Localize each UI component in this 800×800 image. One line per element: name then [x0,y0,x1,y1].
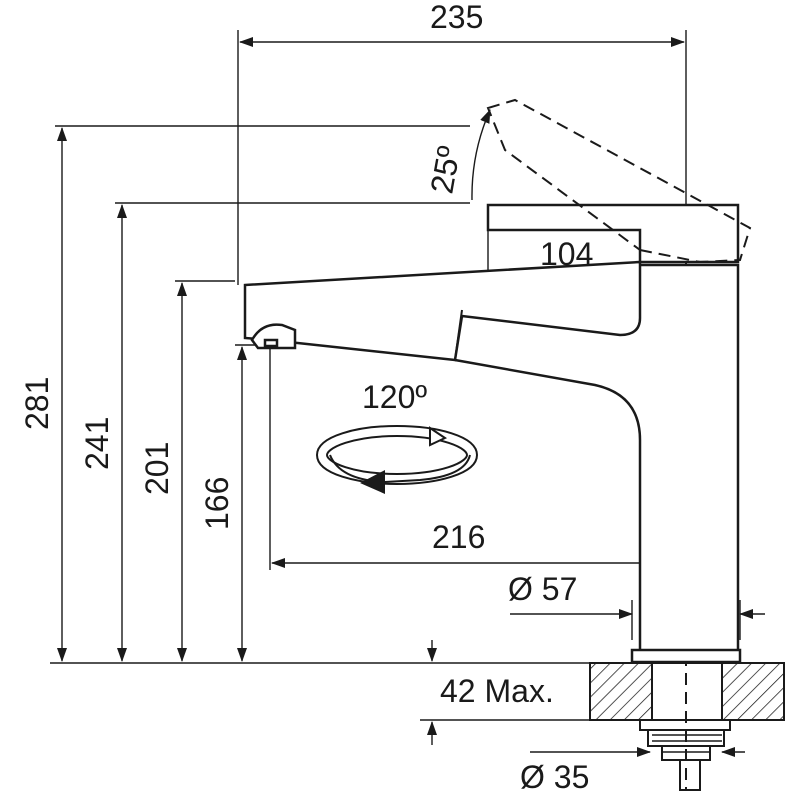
dimension-lines [57,37,765,757]
label-mount-thickness: 42 Max. [440,673,554,709]
label-height-outlet: 166 [199,477,235,530]
label-handle-length: 104 [540,236,593,272]
dimension-labels: 235 25º 104 281 241 201 166 120º 216 Ø 5… [19,0,593,795]
label-width-top: 235 [430,0,483,35]
extension-lines [50,30,687,721]
label-reach: 216 [432,519,485,555]
label-height-total: 281 [19,377,55,430]
label-height-spout: 201 [139,442,175,495]
label-hole-diameter: Ø 35 [520,759,589,795]
label-angle: 25º [423,143,467,196]
mounting-section [589,662,785,791]
rotation-icon [316,425,478,494]
label-height-handle: 241 [79,417,115,470]
label-rotation: 120º [362,379,427,415]
faucet-body [243,98,752,664]
label-body-diameter: Ø 57 [508,571,577,607]
